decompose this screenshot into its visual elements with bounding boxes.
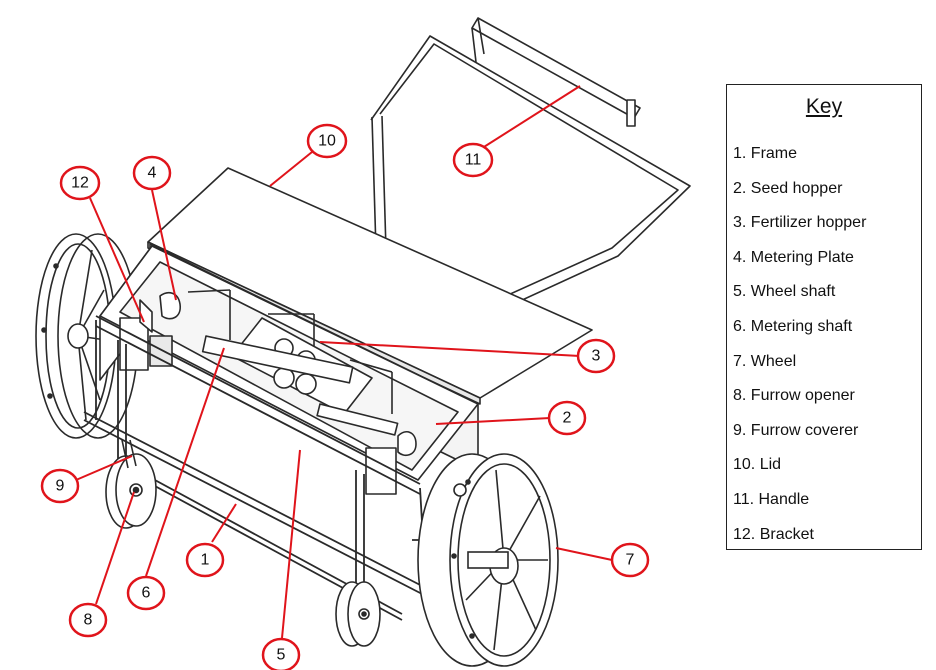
callout-8: 8 xyxy=(68,602,108,638)
leader-8 xyxy=(95,491,135,605)
key-item-wheel-shaft: 5. Wheel shaft xyxy=(733,283,836,301)
callout-4: 4 xyxy=(132,155,172,191)
key-list: 1. Frame 2. Seed hopper 3. Fertilizer ho… xyxy=(733,137,866,552)
callout-1: 1 xyxy=(185,542,225,578)
key-item-metering-plate: 4. Metering Plate xyxy=(733,248,854,266)
callout-3: 3 xyxy=(576,338,616,374)
leader-11 xyxy=(475,85,581,153)
key-item-fertilizer-hopper: 3. Fertilizer hopper xyxy=(733,214,867,232)
callout-2: 2 xyxy=(547,400,587,436)
hopper-body-drawing xyxy=(99,243,479,495)
frame-drawing xyxy=(83,315,475,622)
callout-12-label: 12 xyxy=(71,175,89,192)
handle-drawing xyxy=(370,17,691,313)
leader-5 xyxy=(281,449,301,639)
key-item-wheel: 7. Wheel xyxy=(733,352,797,370)
callout-7-label: 7 xyxy=(626,552,635,569)
callout-4-label: 4 xyxy=(148,165,157,182)
callout-10-label: 10 xyxy=(318,133,336,150)
key-item-metering-shaft: 6. Metering shaft xyxy=(733,317,853,335)
key-item-furrow-coverer: 9. Furrow coverer xyxy=(733,421,859,439)
callouts: 1 2 3 4 5 6 7 xyxy=(40,123,650,670)
leader-7 xyxy=(555,547,613,561)
key-item-furrow-opener: 8. Furrow opener xyxy=(733,387,855,405)
callout-3-label: 3 xyxy=(592,348,601,365)
leader-1 xyxy=(211,503,237,543)
right-wheel-drawing xyxy=(417,453,559,667)
leader-3 xyxy=(319,341,581,357)
callout-8-label: 8 xyxy=(84,612,93,629)
key-item-handle: 11. Handle xyxy=(733,490,810,508)
callout-9: 9 xyxy=(40,468,80,504)
leader-lines xyxy=(75,85,613,639)
callout-6-label: 6 xyxy=(142,585,151,602)
leader-9 xyxy=(75,455,133,481)
key-item-bracket: 12. Bracket xyxy=(733,525,814,543)
leader-10 xyxy=(269,151,313,187)
leader-6 xyxy=(145,347,225,577)
leader-12 xyxy=(89,197,145,323)
callout-5-label: 5 xyxy=(277,647,286,664)
callout-6: 6 xyxy=(126,575,166,611)
callout-1-label: 1 xyxy=(201,552,210,569)
callout-9-label: 9 xyxy=(56,478,65,495)
callout-12: 12 xyxy=(59,165,101,201)
leader-4 xyxy=(151,189,177,301)
key-title: Key xyxy=(805,95,843,118)
callout-2-label: 2 xyxy=(563,410,572,427)
callout-11-label: 11 xyxy=(465,152,482,169)
key-item-seed-hopper: 2. Seed hopper xyxy=(733,179,843,197)
callout-5: 5 xyxy=(261,637,301,670)
leader-2 xyxy=(435,417,551,425)
key-box: Key 1. Frame 2. Seed hopper 3. Fertilize… xyxy=(726,84,922,550)
callout-10: 10 xyxy=(306,123,348,159)
callout-7: 7 xyxy=(610,542,650,578)
callout-11: 11 xyxy=(452,142,494,178)
key-item-frame: 1. Frame xyxy=(733,145,798,162)
key-item-lid: 10. Lid xyxy=(733,456,782,474)
